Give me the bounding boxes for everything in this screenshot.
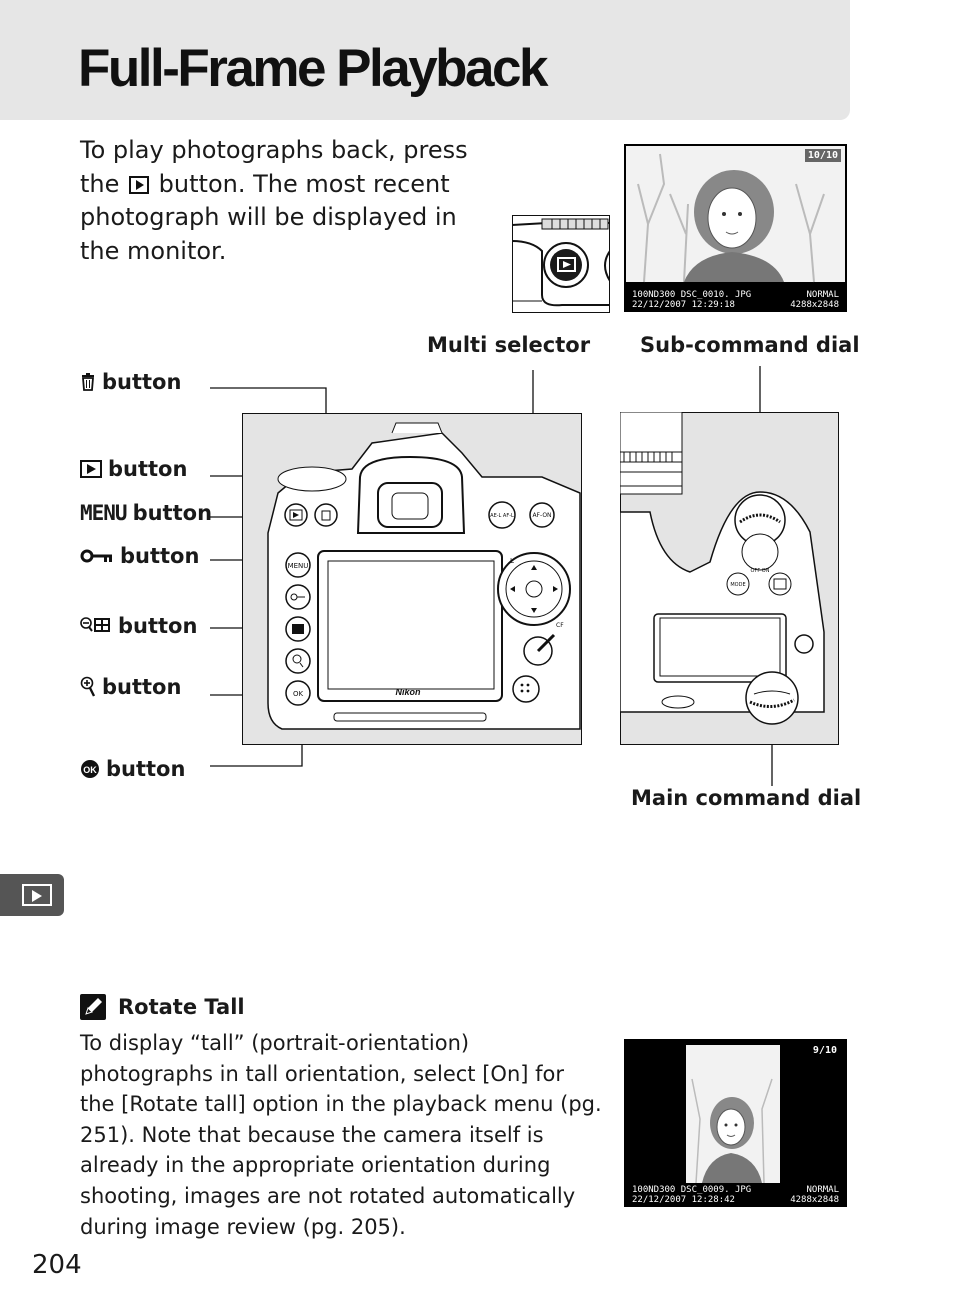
playback-button-label: button xyxy=(80,457,187,481)
mode-key-text: MODE xyxy=(730,582,745,588)
thumbnail-button-label: button xyxy=(80,614,197,638)
note-body: To display “tall” (portrait-orientation)… xyxy=(80,1031,602,1239)
note-title: Rotate Tall xyxy=(118,995,245,1019)
playback-icon xyxy=(129,175,150,194)
intro-text-before: To play photographs back, press the xyxy=(80,136,468,198)
cf-text: CF xyxy=(556,622,564,629)
protect-button-label: button xyxy=(80,544,199,568)
page-title: Full-Frame Playback xyxy=(78,39,548,98)
sub-command-dial-label: Sub-command dial xyxy=(640,333,860,357)
ok-key-text: OK xyxy=(293,690,304,698)
playback-preview-top: 10/10 100ND300 DSC_0010. JPG 22/12/2007 … xyxy=(624,144,847,312)
lock-letter: L xyxy=(510,557,514,565)
delete-button-text: button xyxy=(102,370,182,394)
photo-info-line2: 22/12/2007 12:28:42 xyxy=(632,1195,735,1205)
playback-button-illustration xyxy=(512,215,610,313)
zoom-in-button-text: button xyxy=(102,675,182,699)
photo-info-line2: 22/12/2007 12:29:18 xyxy=(632,300,735,310)
photo-info-line1: 100ND300 DSC_0009. JPG xyxy=(632,1185,752,1195)
playback-preview-bottom: 9/10 100ND300 DSC_0009. JPG 22/12/2007 1… xyxy=(624,1039,847,1207)
protect-button-text: button xyxy=(120,544,200,568)
playback-icon xyxy=(22,884,52,906)
ok-button-text: button xyxy=(106,757,186,781)
portrait-photo-image xyxy=(624,146,847,312)
photo-quality: NORMAL xyxy=(806,290,839,300)
note-heading: Rotate Tall xyxy=(80,994,245,1020)
menu-button-text: button xyxy=(132,501,213,525)
playback-button-text: button xyxy=(108,457,188,481)
frame-counter: 10/10 xyxy=(804,149,841,162)
off-on-text: OFF ON xyxy=(751,568,770,574)
playback-section-tab[interactable] xyxy=(0,874,64,916)
zoom-in-icon xyxy=(80,676,96,697)
intro-paragraph: To play photographs back, press the butt… xyxy=(80,134,500,268)
delete-icon xyxy=(82,373,94,391)
brand-logo: Nikon xyxy=(395,687,421,697)
menu-text: MENU xyxy=(80,501,128,525)
photo-info-right: NORMAL 4288x2848 xyxy=(790,1185,839,1205)
playback-icon xyxy=(80,460,102,478)
portrait-photo-tall-image xyxy=(686,1045,780,1184)
ok-icon: OK xyxy=(81,760,99,778)
photo-size: 4288x2848 xyxy=(790,1195,839,1205)
multi-selector-label: Multi selector xyxy=(427,333,591,357)
protect-key-icon xyxy=(80,549,112,563)
svg-text:OK: OK xyxy=(83,765,97,775)
page-number: 204 xyxy=(32,1250,82,1280)
menu-key-text: MENU xyxy=(288,562,309,570)
ok-button-label: OK button xyxy=(80,757,185,781)
intro-text-after: button. The most recent photograph will … xyxy=(80,169,457,265)
photo-info-line1: 100ND300 DSC_0010. JPG xyxy=(632,290,752,300)
title-band xyxy=(0,0,850,120)
frame-counter: 9/10 xyxy=(812,1045,837,1056)
photo-info-left: 100ND300 DSC_0009. JPG 22/12/2007 12:28:… xyxy=(632,1185,751,1205)
photo-info-right: NORMAL 4288x2848 xyxy=(790,290,839,310)
photo-info-left: 100ND300 DSC_0010. JPG 22/12/2007 12:29:… xyxy=(632,290,751,310)
photo-size: 4288x2848 xyxy=(790,300,839,310)
main-command-dial-label: Main command dial xyxy=(631,786,862,810)
ae-af-lock-text: AE-L AF-L xyxy=(490,513,514,519)
camera-back-illustration: Nikon MENU OK AE-L AF-L AF-ON L CF xyxy=(242,413,582,745)
camera-top-illustration: OFF ON MODE xyxy=(620,412,839,745)
thumbnail-button-text: button xyxy=(118,614,198,638)
zoom-in-button-label: button xyxy=(80,675,181,699)
thumbnail-zoom-out-icon xyxy=(80,617,110,632)
photo-quality: NORMAL xyxy=(806,1185,839,1195)
menu-button-label: MENU button xyxy=(80,501,212,525)
delete-button-label: button xyxy=(80,370,181,394)
af-on-text: AF-ON xyxy=(532,512,551,519)
pencil-note-icon xyxy=(80,994,106,1020)
